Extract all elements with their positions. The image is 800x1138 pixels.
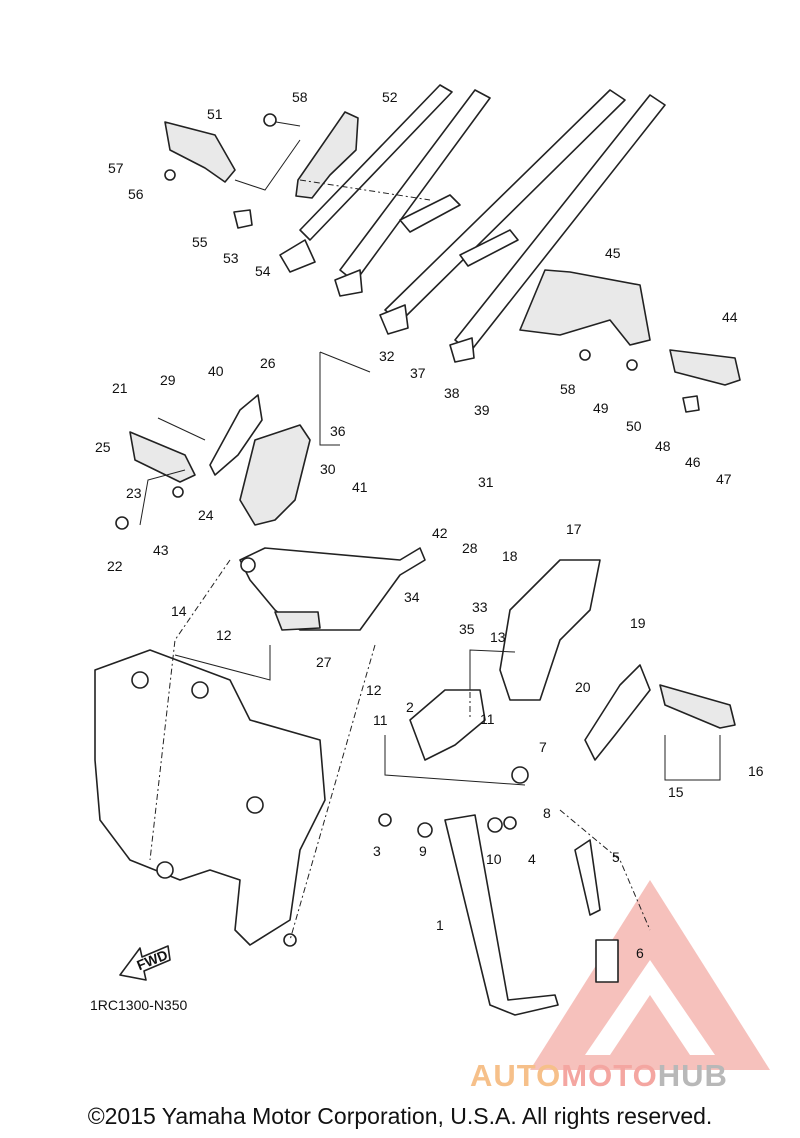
assembly-lines <box>139 139 721 941</box>
automotohub-watermark-text: AUTOMOTOHUB <box>470 1058 728 1094</box>
callout: 19 <box>630 615 646 631</box>
callout: 5 <box>612 849 620 865</box>
callout: 10 <box>486 851 502 867</box>
callout: 34 <box>404 589 420 605</box>
callout: 30 <box>320 461 336 477</box>
right-footrest-bracket <box>499 559 736 761</box>
brand-part-2: MOTO <box>561 1058 658 1093</box>
callout: 24 <box>198 507 214 523</box>
copyright-notice: ©2015 Yamaha Motor Corporation, U.S.A. A… <box>87 1103 713 1129</box>
callout: 46 <box>685 454 701 470</box>
rear-footrest-right <box>519 269 741 413</box>
callout: 51 <box>207 106 223 122</box>
callout: 2 <box>406 699 414 715</box>
callout: 11 <box>480 711 495 727</box>
callout: 12 <box>216 627 232 643</box>
callout: 29 <box>160 372 176 388</box>
callout: 20 <box>575 679 591 695</box>
callout: 6 <box>636 945 644 961</box>
callout: 52 <box>382 89 398 105</box>
callout: 39 <box>474 402 490 418</box>
callout: 22 <box>107 558 123 574</box>
callout: 1 <box>436 917 444 933</box>
callout: 35 <box>459 621 475 637</box>
callout: 27 <box>316 654 332 670</box>
watermark-logo <box>530 880 770 1070</box>
callout: 44 <box>722 309 738 325</box>
callout: 42 <box>432 525 448 541</box>
callout: 40 <box>208 363 224 379</box>
callout: 17 <box>566 521 582 537</box>
left-footrest-bracket <box>115 394 311 530</box>
callout: 36 <box>330 423 346 439</box>
callout: 12 <box>366 682 382 698</box>
callout: 50 <box>626 418 642 434</box>
brand-part-1: AUTO <box>470 1058 562 1093</box>
callout: 15 <box>668 784 684 800</box>
callout: 7 <box>539 739 547 755</box>
callout: 57 <box>108 160 124 176</box>
callout: 11 <box>373 712 388 728</box>
callout: 56 <box>128 186 144 202</box>
callout: 32 <box>379 348 395 364</box>
callout: 25 <box>95 439 111 455</box>
main-frame <box>94 649 326 947</box>
callout: 9 <box>419 843 427 859</box>
callout: 43 <box>153 542 169 558</box>
callout: 31 <box>478 474 494 490</box>
callout: 38 <box>444 385 460 401</box>
callout: 26 <box>260 355 276 371</box>
rear-footrest-left <box>164 111 359 229</box>
callout-labels: 58 52 51 57 56 55 53 54 45 44 58 49 50 4… <box>95 89 764 961</box>
diagram-code: 1RC1300-N350 <box>90 997 188 1013</box>
sidestand-assembly <box>378 689 619 1016</box>
callout: 47 <box>716 471 732 487</box>
callout: 41 <box>352 479 368 495</box>
brake-pedal <box>239 547 426 631</box>
callout: 33 <box>472 599 488 615</box>
callout: 48 <box>655 438 671 454</box>
callout: 58 <box>292 89 308 105</box>
callout: 28 <box>462 540 478 556</box>
brand-part-3: HUB <box>657 1058 728 1093</box>
callout: 55 <box>192 234 208 250</box>
callout: 37 <box>410 365 426 381</box>
callout: 3 <box>373 843 381 859</box>
callout: 49 <box>593 400 609 416</box>
callout: 4 <box>528 851 536 867</box>
callout: 45 <box>605 245 621 261</box>
frame-rails <box>279 84 666 363</box>
callout: 16 <box>748 763 764 779</box>
callout: 23 <box>126 485 142 501</box>
callout: 53 <box>223 250 239 266</box>
callout: 18 <box>502 548 518 564</box>
callout: 58 <box>560 381 576 397</box>
callout: 8 <box>543 805 551 821</box>
callout: 13 <box>490 629 506 645</box>
callout: 54 <box>255 263 271 279</box>
callout: 21 <box>112 380 128 396</box>
callout: 14 <box>171 603 187 619</box>
forward-arrow-icon: FWD <box>119 945 171 981</box>
